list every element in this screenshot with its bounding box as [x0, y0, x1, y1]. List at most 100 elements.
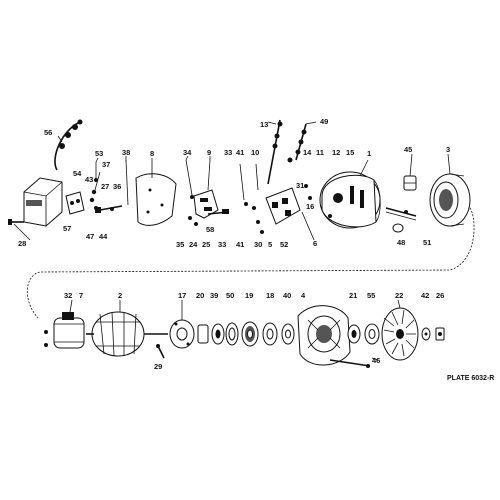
- part-26-nut: [435, 327, 445, 341]
- callout-8: 8: [150, 149, 154, 158]
- callout-22: 22: [395, 291, 403, 300]
- callout-50: 50: [226, 291, 234, 300]
- callout-41-top: 41: [236, 148, 244, 157]
- callout-58: 58: [206, 225, 214, 234]
- part-3-stator: [429, 173, 471, 227]
- callout-48: 48: [397, 238, 405, 247]
- part-21-collar: [347, 324, 361, 344]
- callout-13: 13: [260, 120, 268, 129]
- part-29-screw: [156, 344, 165, 359]
- callout-42: 42: [421, 291, 429, 300]
- callout-35: 35: [176, 240, 184, 249]
- callout-27: 27: [101, 182, 109, 191]
- part-39-seal: [211, 323, 225, 345]
- part-45-bushing: [403, 175, 417, 191]
- part-35-24-25-58-parts: [188, 209, 229, 226]
- part-54-terminal: [65, 191, 85, 215]
- callout-24: 24: [189, 240, 198, 249]
- callout-21: 21: [349, 291, 357, 300]
- callout-39: 39: [210, 291, 218, 300]
- callout-20: 20: [196, 291, 204, 300]
- callout-34: 34: [183, 148, 192, 157]
- part-50-spacer: [225, 322, 239, 346]
- part-33-41-10-hardware: [239, 163, 264, 234]
- part-46-screw: [329, 359, 371, 368]
- part-40-seal: [281, 323, 295, 345]
- part-19-bearing: [241, 321, 259, 347]
- callout-56: 56: [44, 128, 52, 137]
- callout-47: 47: [86, 232, 94, 241]
- callout-28: 28: [18, 239, 26, 248]
- callout-19: 19: [245, 291, 253, 300]
- callout-31: 31: [296, 181, 304, 190]
- callout-52: 52: [280, 240, 288, 249]
- part-53-37-43-hardware: [89, 162, 101, 210]
- callout-37: 37: [102, 160, 110, 169]
- callout-14: 14: [303, 148, 312, 157]
- callout-4: 4: [301, 291, 306, 300]
- callout-54: 54: [73, 169, 82, 178]
- callout-11: 11: [316, 148, 324, 157]
- part-22-fan: [381, 307, 419, 361]
- callout-38: 38: [122, 148, 130, 157]
- part-42-washer: [421, 327, 431, 341]
- assembly-path: [26, 204, 475, 319]
- callout-26: 26: [436, 291, 444, 300]
- callout-10: 10: [251, 148, 259, 157]
- callout-15: 15: [346, 148, 354, 157]
- part-20-collar: [197, 324, 209, 344]
- part-55-washer: [364, 323, 380, 345]
- part-28-bolt: [8, 219, 24, 225]
- callout-25: 25: [202, 240, 210, 249]
- part-17-retainer-plate: [169, 319, 195, 349]
- callout-33-bottom: 33: [218, 240, 226, 249]
- callout-30: 30: [254, 240, 262, 249]
- callout-44: 44: [99, 232, 108, 241]
- callout-57: 57: [63, 224, 71, 233]
- part-56-brush-lead: [54, 119, 83, 171]
- callout-36: 36: [113, 182, 121, 191]
- callout-12: 12: [332, 148, 340, 157]
- callout-7: 7: [79, 291, 83, 300]
- callout-labels: 56 53 37 38 8 34 9 33 41 10 13 49 14 11 …: [18, 117, 450, 371]
- part-12-rectifier: [265, 184, 315, 241]
- part-2-rotor: [86, 311, 168, 357]
- plate-label: PLATE 6032-R: [447, 375, 494, 382]
- callout-6: 6: [313, 239, 317, 248]
- part-48-plug: [392, 223, 404, 233]
- callout-46: 46: [372, 356, 380, 365]
- callout-1: 1: [367, 149, 371, 158]
- callout-5: 5: [268, 240, 272, 249]
- part-38-lead: [125, 159, 129, 206]
- part-4-drive-end-frame: [297, 305, 351, 366]
- callout-53: 53: [95, 149, 103, 158]
- callout-43: 43: [85, 175, 93, 184]
- callout-29: 29: [154, 362, 162, 371]
- part-1-end-frame: [319, 171, 381, 229]
- part-27-36-screws: [95, 205, 123, 213]
- part-7-slip-ring-assy: [44, 312, 85, 349]
- part-57-regulator-box: [23, 177, 63, 227]
- part-8-shield: [135, 173, 177, 226]
- callout-32: 32: [64, 291, 72, 300]
- part-51-bolt: [385, 207, 417, 221]
- callout-40: 40: [283, 291, 291, 300]
- callout-2: 2: [118, 291, 122, 300]
- callout-49: 49: [320, 117, 328, 126]
- callout-33-top: 33: [224, 148, 232, 157]
- leader-lines: [13, 121, 451, 361]
- callout-45: 45: [404, 145, 412, 154]
- callout-3: 3: [446, 145, 450, 154]
- callout-51: 51: [423, 238, 431, 247]
- callout-41-bottom: 41: [236, 240, 244, 249]
- callout-18: 18: [266, 291, 274, 300]
- callout-17: 17: [178, 291, 186, 300]
- part-9-brush-holder: [193, 159, 219, 219]
- part-34-screw: [185, 159, 194, 199]
- callout-16: 16: [306, 202, 314, 211]
- callout-55: 55: [367, 291, 375, 300]
- part-13-14-49-terminal-stud: [267, 119, 307, 185]
- callout-9: 9: [207, 148, 211, 157]
